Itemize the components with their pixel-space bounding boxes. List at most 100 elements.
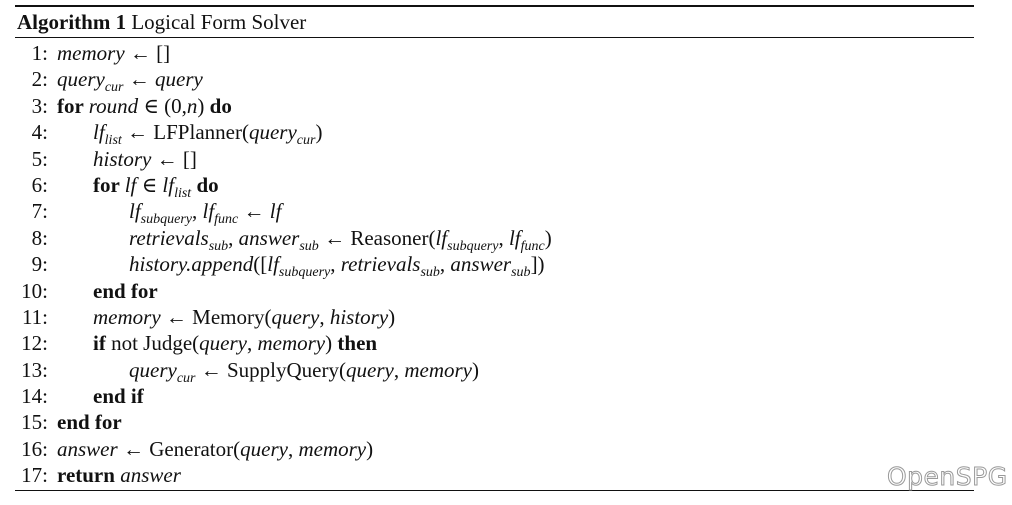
variable: answer (57, 436, 118, 461)
keyword: do (196, 172, 219, 197)
line-code: end for (57, 409, 122, 435)
subscript: cur (296, 133, 316, 149)
code-text: , (246, 331, 258, 356)
variable: history (329, 304, 389, 329)
line-code: history.append([lfsubquery, retrievalssu… (129, 251, 545, 281)
variable: memory (57, 41, 125, 65)
variable: query (57, 67, 105, 92)
line-code: for round ∈ (0,n) do (57, 93, 232, 119)
keyword: if (93, 331, 106, 356)
variable: history (93, 146, 152, 171)
code-text: ) (325, 331, 338, 356)
code-text: ) (197, 93, 210, 118)
algorithm-line: 10: end for (15, 278, 974, 304)
line-number: 2: (31, 67, 48, 92)
code-text: ) (366, 436, 374, 461)
algorithm-caption: Algorithm 1 Logical Form Solver (15, 7, 974, 37)
variable: lf (124, 172, 137, 197)
variable: history.append (129, 252, 254, 277)
variable: lf (269, 199, 282, 224)
subscript: sub (511, 265, 531, 281)
line-number: 1: (31, 41, 48, 65)
line-number: 7: (31, 199, 48, 224)
variable: memory (404, 357, 472, 382)
algorithm-line: 16:answer ← Generator(query, memory) (15, 436, 974, 462)
algorithm-line: 7:lfsubquery, lffunc ← lf (15, 198, 974, 228)
variable: answer (450, 252, 512, 277)
algorithm-line: 5:history ← [] (15, 146, 974, 172)
variable: memory (93, 304, 161, 329)
keyword: end for (93, 278, 158, 303)
line-number: 15: (21, 410, 48, 435)
subscript: subquery (447, 238, 499, 254)
variable: query (346, 357, 394, 382)
code-text: ← LFPlanner( (121, 120, 249, 145)
variable: n (186, 93, 198, 118)
algorithm-line: 3:for round ∈ (0,n) do (15, 93, 974, 119)
keyword: for (57, 93, 89, 118)
subscript: subquery (278, 265, 331, 281)
algorithm-box: Algorithm 1 Logical Form Solver 1: memory… (15, 5, 974, 491)
code-text: ← SupplyQuery( (195, 357, 346, 382)
code-text: , (393, 357, 405, 382)
subscript: func (214, 212, 239, 228)
variable: lf (267, 252, 279, 277)
variable: lf (93, 120, 105, 145)
caption-rule (15, 37, 974, 38)
line-number: 17: (21, 463, 48, 488)
variable: retrievals (129, 225, 209, 250)
line-code: memory ← Memory(query, history) (93, 304, 395, 330)
variable: query (271, 304, 320, 329)
variable: lf (435, 225, 448, 250)
code-text: , (192, 199, 203, 224)
keyword: for (93, 172, 125, 197)
algorithm-title: Logical Form Solver (131, 10, 307, 34)
keyword: end for (57, 410, 122, 435)
code-text: ) (471, 357, 479, 382)
subscript: list (104, 133, 122, 149)
line-number: 6: (31, 172, 48, 197)
subscript: subquery (140, 212, 192, 228)
line-code: answer ← Generator(query, memory) (57, 436, 373, 462)
code-text: , (319, 304, 330, 329)
code-text: ← Memory( (160, 304, 272, 329)
line-number: 8: (31, 225, 48, 250)
code-text: , (330, 252, 341, 277)
variable: query (199, 331, 247, 356)
line-number: 10: (21, 278, 48, 303)
line-number: 13: (21, 357, 48, 382)
keyword: then (337, 331, 378, 356)
code-text: ← (238, 199, 270, 224)
line-code: lfsubquery, lffunc ← lf (129, 198, 282, 228)
variable: lf (162, 172, 175, 197)
variable: retrievals (340, 252, 421, 277)
subscript: sub (420, 265, 440, 281)
code-text: , (439, 252, 451, 277)
line-number: 14: (21, 384, 48, 409)
variable: query (248, 120, 297, 145)
line-code: if not Judge(query, memory) then (93, 330, 377, 356)
line-number: 9: (31, 252, 48, 277)
code-text: not Judge( (105, 331, 200, 356)
line-code: end for (93, 278, 158, 304)
line-code: return answer (57, 462, 181, 488)
code-text: ← [] (124, 41, 171, 65)
line-code: history ← [] (93, 146, 197, 172)
algorithm-line: 15: end for (15, 409, 974, 435)
variable: query (155, 67, 203, 92)
code-text: ) (315, 120, 323, 145)
variable: lf (129, 199, 141, 224)
algorithm-line: 14: end if (15, 383, 974, 409)
algorithm-line: 8:retrievalssub, answersub ← Reasoner(lf… (15, 225, 974, 254)
subscript: sub (299, 238, 319, 254)
variable: answer (238, 225, 300, 250)
code-text: , (287, 436, 299, 461)
line-number: 4: (31, 120, 48, 145)
bottom-rule (15, 489, 974, 491)
line-code: end if (93, 383, 144, 409)
subscript: list (174, 185, 192, 201)
keyword: return (57, 463, 121, 488)
code-text: , (498, 225, 509, 250)
line-code: lflist ← LFPlanner(querycur) (93, 119, 323, 149)
